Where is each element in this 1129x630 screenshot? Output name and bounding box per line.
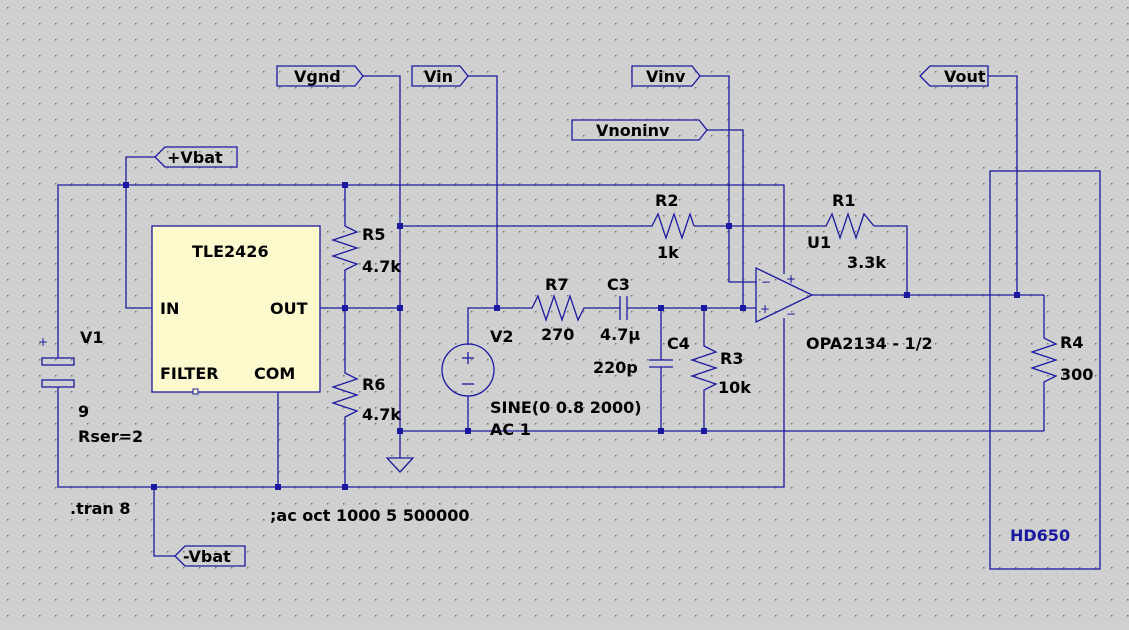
- resistor-r3[interactable]: [689, 338, 719, 398]
- hd650-load-box[interactable]: HD650: [989, 170, 1101, 570]
- svg-text:+: +: [38, 335, 48, 349]
- u1-value: OPA2134 - 1/2: [806, 334, 933, 353]
- ac-directive[interactable]: ;ac oct 1000 5 500000: [270, 506, 470, 525]
- opamp-u1[interactable]: − + + −: [755, 266, 814, 324]
- r5-ref: R5: [362, 225, 385, 244]
- net-label-vout[interactable]: Vout: [919, 65, 989, 87]
- tran-directive[interactable]: .tran 8: [70, 499, 131, 518]
- resistor-r7[interactable]: [520, 293, 588, 323]
- svg-text:Vout: Vout: [944, 67, 986, 86]
- net-label-vgnd[interactable]: Vgnd: [276, 65, 364, 87]
- tle2426-ic[interactable]: TLE2426 IN OUT FILTER COM: [151, 225, 321, 395]
- resistor-r2[interactable]: [644, 211, 695, 241]
- net-label-vbat-pos[interactable]: +Vbat: [154, 146, 238, 168]
- svg-text:+Vbat: +Vbat: [167, 148, 223, 167]
- svg-text:+: +: [760, 302, 770, 316]
- tle2426-pin-filter: FILTER: [160, 364, 219, 383]
- c4-value: 220p: [593, 358, 638, 377]
- wires: [57, 75, 1045, 557]
- resistor-r1[interactable]: [818, 211, 875, 241]
- voltage-source-v2[interactable]: [441, 343, 495, 397]
- v2-value: SINE(0 0.8 2000): [490, 398, 642, 417]
- v1-ref: V1: [80, 328, 104, 347]
- r2-value: 1k: [657, 243, 679, 262]
- r7-ref: R7: [545, 275, 568, 294]
- v1-value: 9: [78, 402, 89, 421]
- svg-text:−: −: [761, 275, 771, 289]
- net-label-vinv[interactable]: Vinv: [631, 65, 701, 87]
- c3-value: 4.7µ: [600, 325, 640, 344]
- svg-text:Vinv: Vinv: [646, 67, 686, 86]
- svg-text:Vin: Vin: [424, 67, 453, 86]
- v2-ref: V2: [490, 327, 514, 346]
- tle2426-pin-com: COM: [254, 364, 295, 383]
- c4-ref: C4: [667, 334, 690, 353]
- hd650-label: HD650: [1010, 526, 1070, 545]
- r7-value: 270: [541, 325, 574, 344]
- tle2426-pin-in: IN: [160, 299, 179, 318]
- battery-v1[interactable]: +: [38, 334, 75, 392]
- r4-ref: R4: [1060, 333, 1083, 352]
- r3-value: 10k: [718, 378, 751, 397]
- r1-value: 3.3k: [847, 253, 886, 272]
- resistor-r6[interactable]: [330, 365, 360, 427]
- junction-dots: [123, 182, 1020, 490]
- svg-text:+: +: [786, 272, 796, 286]
- net-label-vbat-neg[interactable]: -Vbat: [174, 545, 246, 567]
- resistor-r4[interactable]: [1029, 322, 1059, 398]
- svg-text:Vgnd: Vgnd: [294, 67, 341, 86]
- c3-ref: C3: [607, 275, 630, 294]
- v2-ac: AC 1: [490, 420, 531, 439]
- capacitor-c3[interactable]: [619, 296, 628, 320]
- svg-text:Vnoninv: Vnoninv: [596, 121, 670, 140]
- ground-icon: [385, 457, 415, 473]
- net-label-vin[interactable]: Vin: [411, 65, 469, 87]
- svg-text:-Vbat: -Vbat: [183, 547, 231, 566]
- tle2426-pin-out: OUT: [270, 299, 308, 318]
- resistor-r5[interactable]: [330, 218, 360, 275]
- r1-ref: R1: [832, 191, 855, 210]
- r5-value: 4.7k: [362, 257, 401, 276]
- v1-rser: Rser=2: [78, 427, 143, 446]
- capacitor-c4[interactable]: [649, 359, 673, 368]
- r2-ref: R2: [655, 191, 678, 210]
- net-label-vnoninv[interactable]: Vnoninv: [571, 119, 708, 141]
- r6-value: 4.7k: [362, 405, 401, 424]
- u1-ref: U1: [807, 233, 831, 252]
- tle2426-name: TLE2426: [192, 242, 269, 261]
- r6-ref: R6: [362, 375, 385, 394]
- svg-text:−: −: [786, 307, 796, 321]
- r3-ref: R3: [720, 349, 743, 368]
- r4-value: 300: [1060, 365, 1093, 384]
